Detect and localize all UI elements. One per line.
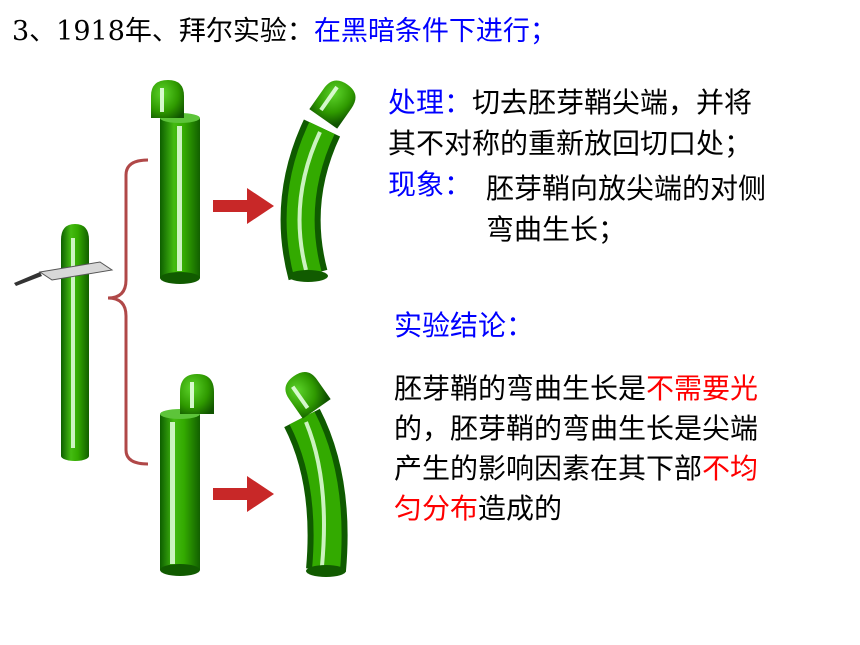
conclusion-text-1a: 胚芽鞘的弯曲生长是	[394, 372, 647, 405]
conclusion-label: 实验结论：	[394, 309, 535, 342]
phenomenon-text-1: 胚芽鞘向放尖端的对侧	[486, 172, 767, 205]
arrow-right-bottom	[213, 476, 274, 512]
treatment-line-1: 处理：切去胚芽鞘尖端，并将	[388, 80, 752, 125]
conclusion-line-2: 的，胚芽鞘的弯曲生长是尖端	[394, 412, 759, 445]
phenomenon-label: 现象：	[388, 168, 473, 201]
coleoptile-bent-result-top	[280, 80, 356, 282]
conclusion-emphasis-3: 不均	[702, 452, 759, 485]
coleoptile-tip-displaced-top	[151, 80, 200, 284]
bracket	[107, 158, 149, 466]
coleoptile-figure	[14, 80, 356, 577]
cutting-blade	[14, 261, 114, 286]
conclusion-emphasis-4: 匀分布	[394, 492, 479, 525]
title-prefix: 3、1918年、拜尔实验：	[12, 16, 314, 47]
coleoptile-tip-displaced-bottom	[160, 374, 214, 576]
arrow-right-top	[213, 188, 274, 224]
treatment-line-2: 其不对称的重新放回切口处；	[388, 127, 753, 160]
treatment-text-1: 切去胚芽鞘尖端，并将	[472, 86, 753, 119]
slide-title: 3、1918年、拜尔实验：在黑暗条件下进行；	[12, 12, 557, 52]
conclusion-line-1: 胚芽鞘的弯曲生长是不需要光	[394, 366, 758, 411]
phenomenon-text-2: 弯曲生长；	[486, 213, 627, 246]
conclusion-line-3: 产生的影响因素在其下部不均	[394, 446, 758, 491]
treatment-label: 处理：	[388, 86, 473, 119]
conclusion-line-4: 匀分布造成的	[394, 486, 562, 531]
intact-coleoptile	[61, 224, 89, 461]
conclusion-emphasis-1: 不需要光	[646, 372, 759, 405]
coleoptile-bent-result-bottom	[284, 372, 348, 577]
conclusion-text-4b: 造成的	[478, 492, 563, 525]
conclusion-text-3a: 产生的影响因素在其下部	[394, 452, 703, 485]
title-condition: 在黑暗条件下进行；	[313, 16, 557, 47]
